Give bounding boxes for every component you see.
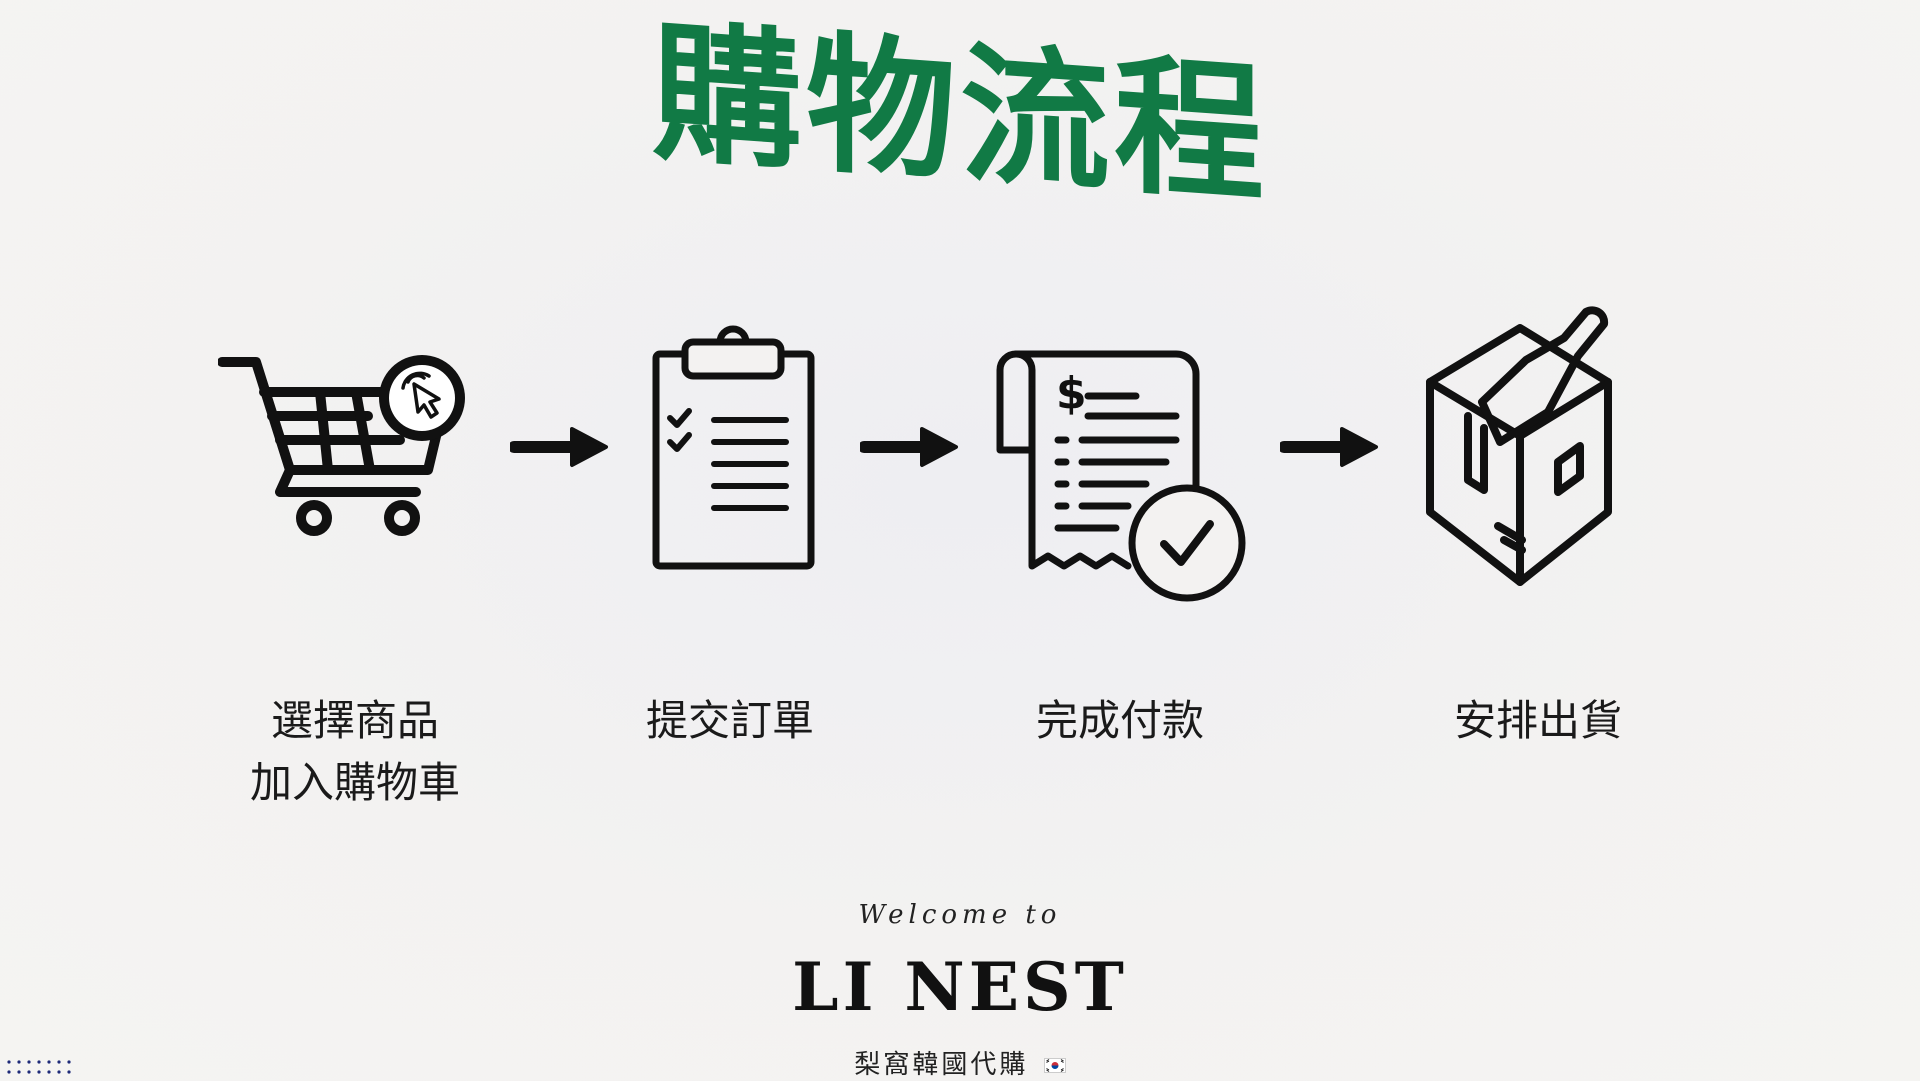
arrow-right-icon (1280, 427, 1378, 467)
brand-subtitle-text: 梨窩韓國代購 (854, 1050, 1029, 1080)
brand-name: LI NEST (792, 948, 1128, 1026)
decorative-dots (7, 1060, 71, 1074)
korea-flag-icon (1043, 1058, 1066, 1073)
clipboard-checklist-icon (652, 325, 815, 570)
receipt-paid-icon: $ (996, 350, 1246, 602)
welcome-text: Welcome to (858, 900, 1062, 930)
svg-text:$: $ (1056, 368, 1087, 419)
shopping-cart-icon (218, 355, 465, 536)
package-box-icon (1426, 306, 1612, 586)
page-title: 購物流程 (651, 6, 1268, 224)
arrow-right-icon (860, 427, 958, 467)
step-label-arrange-shipping: 安排出貨 (1453, 696, 1622, 745)
step-label-select-products: 選擇商品 加入購物車 (249, 696, 460, 807)
brand-subtitle: 梨窩韓國代購 (0, 1044, 1920, 1081)
step-label-complete-payment: 完成付款 (1035, 696, 1204, 745)
step-label-submit-order: 提交訂單 (645, 696, 814, 745)
arrow-right-icon (510, 427, 608, 467)
